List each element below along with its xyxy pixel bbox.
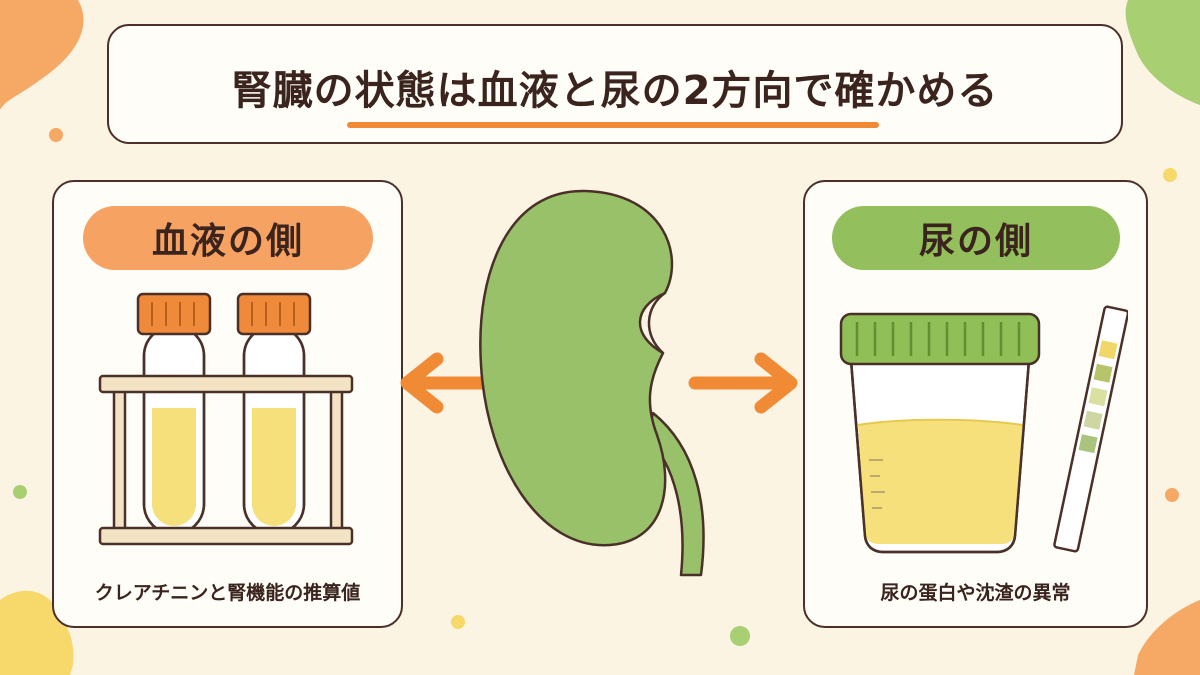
dot-decoration xyxy=(1165,488,1179,502)
dot-decoration xyxy=(1163,168,1177,182)
blood-side-caption: クレアチニンと腎機能の推算値 xyxy=(94,582,361,604)
test-tubes-icon xyxy=(98,292,354,546)
blood-side-label: 血液の側 xyxy=(83,206,373,270)
corner-blob-top-right xyxy=(1125,0,1200,105)
urine-test-strip-icon xyxy=(1053,305,1128,553)
kidney-icon xyxy=(479,189,705,577)
urine-side-caption: 尿の蛋白や沈渣の異常 xyxy=(880,582,1071,604)
title-box: 腎臓の状態は血液と尿の2方向で確かめる xyxy=(107,24,1123,144)
blood-side-panel: 血液の側 クレアチニンと腎機能の推算値 xyxy=(52,180,403,628)
urine-cup-icon xyxy=(839,312,1041,554)
corner-blob-bottom-right xyxy=(1134,600,1200,675)
dot-decoration xyxy=(451,615,465,629)
dot-decoration xyxy=(49,128,63,142)
title-underline xyxy=(347,122,879,128)
dot-decoration xyxy=(13,485,27,499)
corner-blob-top-left xyxy=(0,0,84,110)
kidney-diagram xyxy=(400,189,798,577)
urine-sample-illustration xyxy=(839,305,1128,554)
urine-side-label: 尿の側 xyxy=(832,206,1120,270)
page-title: 腎臓の状態は血液と尿の2方向で確かめる xyxy=(231,68,999,114)
dot-decoration xyxy=(730,626,750,646)
urine-side-panel: 尿の側 xyxy=(803,180,1148,628)
